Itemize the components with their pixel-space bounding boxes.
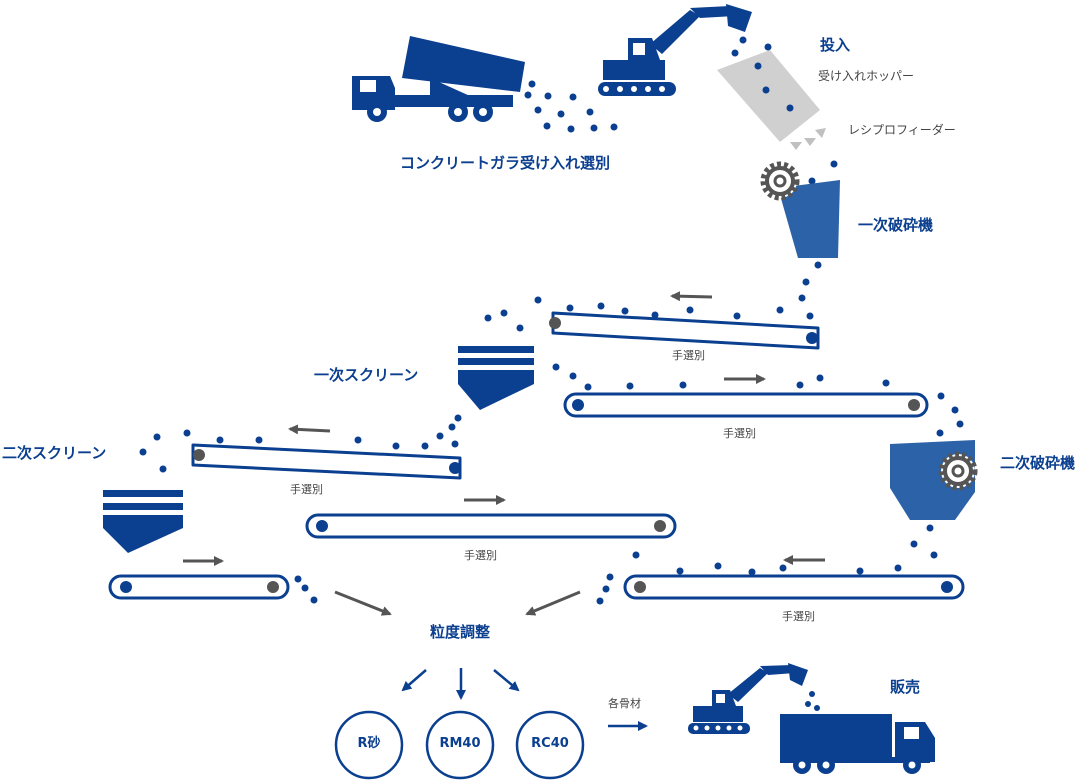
product-circle-rc40 [515,710,585,780]
grading-label: 粒度調整 [430,623,491,641]
sales-label: 販売 [890,678,921,696]
conveyor-5 [108,556,290,600]
arrow-icon [334,590,581,616]
hopper-icon [717,50,826,150]
concrete-intake-label: コンクリートガラ受け入れ選別 [400,154,611,172]
arrow-icon [401,668,648,731]
excavator-icon [688,663,808,734]
product-rc40-label: RC40 [531,736,569,751]
gear-icon [938,451,978,491]
flow-dots-6 [294,575,318,604]
flow-dots-5 [139,429,429,473]
feeder-label: レシプロフィーダー [848,123,956,137]
primary-screen-icon [458,346,534,410]
conveyor-4 [305,495,677,539]
conveyor-2 [563,374,929,418]
product-circles [334,710,585,780]
dump-truck-icon [780,714,935,774]
product-rm40-label: RM40 [439,736,481,751]
primary-crusher-icon [760,160,840,258]
conveyor-3 [191,424,462,480]
gear-icon [760,161,800,201]
product-circle-r-sand [334,710,404,780]
secondary-screen-label: 二次スクリーン [2,444,107,462]
flow-dots-4 [894,524,938,572]
hand-sort-label: 手選別 [723,427,756,440]
hand-sort-label: 手選別 [782,610,815,623]
hand-sort-label: 手選別 [464,549,497,562]
secondary-screen-icon [103,490,183,553]
primary-screen-label: 一次スクリーン [314,366,419,384]
aggregates-label: 各骨材 [608,697,641,710]
flow-dots-2 [484,296,784,332]
flow-dots-7 [596,551,864,605]
hand-sort-label: 手選別 [672,349,705,362]
flow-dots-3 [436,363,964,448]
secondary-crusher-icon [890,440,978,520]
product-r-sand-label: R砂 [357,736,381,751]
hopper-label: 受け入れホッパー [818,69,915,83]
product-circle-rm40 [425,710,495,780]
hand-sort-label: 手選別 [290,483,323,496]
conveyor-6 [623,555,965,600]
debris-dots [805,691,820,711]
flow-dots-1 [798,261,822,320]
secondary-crusher-label: 二次破砕機 [1000,454,1076,472]
primary-crusher-label: 一次破砕機 [858,216,934,234]
conveyor-1 [549,291,820,350]
dump-truck-icon [352,36,525,122]
excavator-icon [598,4,752,96]
debris-dots [524,36,772,133]
input-title: 投入 [820,36,851,54]
